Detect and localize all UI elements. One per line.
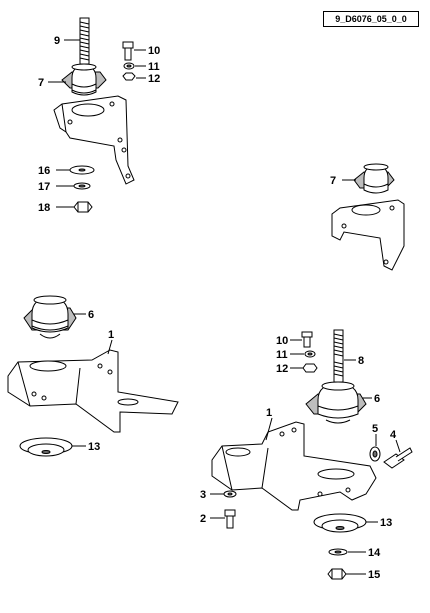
nut-part-12-top [122,72,136,81]
callout-10-right: 10 [276,335,288,347]
callout-16: 16 [38,165,50,177]
small-washer-part-17 [73,182,91,190]
rubber-mount-part-7-right [353,163,395,194]
callout-4: 4 [390,429,397,441]
callout-9: 9 [54,35,60,47]
washer-part-11-right [304,350,316,358]
callout-12-top: 12 [148,73,160,85]
callout-7-right: 7 [330,175,336,187]
rubber-mount-part-7-top [61,63,107,96]
callout-13-right: 13 [380,517,392,529]
callout-18: 18 [38,202,50,214]
callout-3: 3 [200,489,206,501]
callout-7-top-left: 7 [38,77,44,89]
callout-12-right: 12 [276,363,288,375]
bracket-top-left [53,95,135,185]
callout-6-right: 6 [374,393,380,405]
callout-14: 14 [368,547,381,559]
bolt-part-4 [383,447,413,469]
large-washer-part-16 [69,165,95,175]
bracket-right-small [331,199,405,271]
bolt-part-10-right [301,331,313,348]
bolt-part-2 [224,509,236,529]
bolt-part-10-top [122,41,134,61]
stud-part-9 [79,17,90,65]
callout-1-left: 1 [108,329,114,341]
rubber-mount-part-6-right [305,381,367,424]
nut-part-12-right [302,363,318,373]
nut-part-15 [327,568,347,580]
callout-6-left: 6 [88,309,94,321]
cup-part-13-left [19,437,73,457]
bracket-part-1-right [211,421,377,511]
washer-part-11-top [123,62,135,70]
washer-part-5 [369,446,381,462]
callout-15: 15 [368,569,380,581]
washer-part-14 [328,548,348,556]
callout-10-top: 10 [148,45,160,57]
callout-8: 8 [358,355,364,367]
callout-5: 5 [372,423,378,435]
cup-part-13-right [313,513,367,533]
washer-part-3 [223,490,237,498]
bracket-part-1-left [7,349,179,433]
callout-13-left: 13 [88,441,100,453]
stud-part-8 [333,329,344,383]
drawing-reference-code: 9_D6076_05_0_0 [323,11,419,27]
callout-1-right: 1 [266,407,272,419]
callout-11-right: 11 [276,349,288,361]
rubber-mount-part-6-left [23,295,77,339]
callout-11-top: 11 [148,61,160,73]
callout-17: 17 [38,181,50,193]
callout-2: 2 [200,513,206,525]
nut-part-18 [73,201,93,213]
